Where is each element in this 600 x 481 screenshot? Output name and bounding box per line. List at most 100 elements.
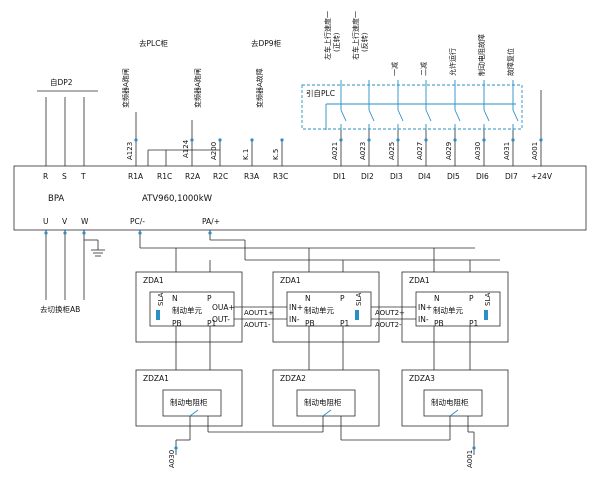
svg-text:IN-: IN- bbox=[418, 315, 429, 324]
svg-text:PB: PB bbox=[305, 319, 315, 328]
di-label-2-line2: (反转) bbox=[360, 32, 369, 52]
vfd-box bbox=[13, 165, 587, 231]
uvw-terminal-marks bbox=[44, 231, 86, 235]
wire-a030: A030 bbox=[474, 142, 482, 160]
relay-label-3: 变频器A故障 bbox=[255, 68, 264, 108]
resistor-cabinet-1: ZDZA1 制动电阻柜 bbox=[135, 369, 243, 427]
svg-text:AOUT1-: AOUT1- bbox=[244, 321, 271, 329]
svg-text:OUT-: OUT- bbox=[212, 315, 230, 324]
svg-text:AOUT2+: AOUT2+ bbox=[375, 309, 405, 317]
svg-text:DI1: DI1 bbox=[333, 172, 346, 181]
di-label-1-line1: 左车上行速度一 bbox=[323, 11, 332, 60]
svg-text:DI6: DI6 bbox=[476, 172, 489, 181]
svg-text:U: U bbox=[43, 217, 49, 226]
wire-a025: A025 bbox=[388, 142, 396, 160]
uvw-output-lines bbox=[45, 230, 105, 300]
svg-text:N: N bbox=[305, 294, 311, 303]
bottom-terminal-marks bbox=[174, 446, 476, 450]
aout-link-2: AOUT2+ AOUT2- bbox=[371, 306, 416, 329]
svg-text:ZDZA1: ZDZA1 bbox=[143, 374, 169, 383]
svg-text:PC/-: PC/- bbox=[130, 217, 145, 226]
wire-a123: A123 bbox=[126, 142, 134, 160]
svg-text:W: W bbox=[81, 217, 89, 226]
svg-text:P: P bbox=[469, 294, 474, 303]
wire-k5: K.5 bbox=[272, 149, 280, 160]
fault-loop-wiring bbox=[175, 416, 475, 455]
dp2-source-label: 自DP2 bbox=[50, 77, 73, 87]
svg-text:PB: PB bbox=[172, 319, 182, 328]
svg-text:+24V: +24V bbox=[531, 172, 553, 181]
svg-text:R: R bbox=[43, 172, 48, 181]
vfd-name: BPA bbox=[48, 194, 64, 204]
svg-text:R3A: R3A bbox=[244, 172, 260, 181]
relay-label-1: 变频器A跑闸 bbox=[121, 68, 130, 108]
wire-a031: A031 bbox=[503, 142, 511, 160]
resistor-cabinet-2: ZDZA2 制动电阻柜 bbox=[272, 369, 380, 427]
svg-text:R3C: R3C bbox=[273, 172, 288, 181]
relay-label-2: 变频器A跑闸 bbox=[193, 68, 202, 108]
svg-text:N: N bbox=[172, 294, 178, 303]
svg-text:S: S bbox=[62, 172, 67, 181]
vfd-top-terminals: R S T R1A R1C R2A R2C R3A R3C DI1 DI2 DI… bbox=[43, 172, 553, 181]
output-destination-label: 去切换柜AB bbox=[40, 304, 80, 314]
svg-text:IN+: IN+ bbox=[418, 303, 432, 312]
di-label-5: 允许运行 bbox=[448, 48, 457, 76]
wire-a030-bottom: A030 bbox=[168, 450, 176, 468]
dp9-cabinet-label: 去DP9柜 bbox=[251, 38, 282, 48]
svg-text:AOUT1+: AOUT1+ bbox=[244, 309, 274, 317]
svg-text:DI7: DI7 bbox=[505, 172, 518, 181]
dc-bus-terminals bbox=[138, 231, 212, 235]
svg-text:制动电阻柜: 制动电阻柜 bbox=[304, 397, 342, 407]
svg-text:IN-: IN- bbox=[289, 315, 300, 324]
vfd-model: ATV960,1000kW bbox=[142, 194, 213, 204]
svg-text:制动单元: 制动单元 bbox=[304, 305, 334, 315]
svg-text:OUA+: OUA+ bbox=[212, 303, 235, 312]
wire-a021: A021 bbox=[331, 142, 339, 160]
wire-a124: A124 bbox=[182, 139, 190, 158]
aout-link-1: AOUT1+ AOUT1- bbox=[234, 306, 287, 329]
svg-text:IN+: IN+ bbox=[289, 303, 303, 312]
svg-text:DI5: DI5 bbox=[447, 172, 460, 181]
di-wires bbox=[340, 130, 514, 166]
wire-a027: A027 bbox=[416, 142, 424, 160]
di-contacts bbox=[325, 80, 542, 166]
svg-text:P1: P1 bbox=[469, 319, 479, 328]
plc-dashed-box bbox=[301, 84, 523, 130]
svg-text:N: N bbox=[434, 294, 440, 303]
svg-text:V: V bbox=[62, 217, 68, 226]
svg-text:T: T bbox=[80, 172, 86, 181]
di-label-6: 制动电阻故障 bbox=[477, 34, 486, 76]
svg-text:DI3: DI3 bbox=[390, 172, 403, 181]
svg-text:制动单元: 制动单元 bbox=[433, 305, 463, 315]
svg-text:制动电阻柜: 制动电阻柜 bbox=[431, 397, 469, 407]
svg-text:PA/+: PA/+ bbox=[202, 217, 220, 226]
braking-unit-3: ZDA1 N P 制动单元 PB P1 SLA IN+ IN- bbox=[401, 271, 509, 343]
vfd-bottom-terminals: U V W PC/- PA/+ bbox=[43, 217, 220, 226]
svg-text:SLA: SLA bbox=[157, 292, 165, 306]
di-terminal-marks bbox=[339, 138, 543, 142]
di-label-2-line1: 右车上行速度一 bbox=[351, 11, 360, 60]
svg-text:R2A: R2A bbox=[185, 172, 201, 181]
wire-a029: A029 bbox=[445, 142, 453, 160]
wire-k1: K.1 bbox=[242, 149, 250, 160]
svg-text:AOUT2-: AOUT2- bbox=[375, 321, 402, 329]
svg-text:R1C: R1C bbox=[157, 172, 172, 181]
plc-cabinet-label: 去PLC柜 bbox=[139, 38, 168, 48]
wire-a001-bottom: A001 bbox=[466, 450, 474, 468]
svg-text:P: P bbox=[207, 294, 212, 303]
di-label-1-line2: (正转) bbox=[332, 32, 341, 52]
wire-a001: A001 bbox=[531, 142, 539, 160]
svg-text:ZDZA3: ZDZA3 bbox=[409, 374, 435, 383]
di-label-3: 一减 bbox=[390, 62, 399, 76]
svg-text:DI2: DI2 bbox=[361, 172, 374, 181]
relay-terminal-marks bbox=[134, 138, 284, 142]
svg-text:制动电阻柜: 制动电阻柜 bbox=[170, 397, 208, 407]
di-label-7: 故障复位 bbox=[506, 48, 515, 76]
svg-text:R2C: R2C bbox=[213, 172, 228, 181]
braking-unit-1: ZDA1 N P 制动单元 PB P1 SLA OUA+ OUT- bbox=[135, 271, 243, 343]
svg-text:SLA: SLA bbox=[355, 292, 363, 306]
svg-text:ZDA1: ZDA1 bbox=[280, 276, 301, 285]
plc-box-label: 引自PLC bbox=[306, 88, 335, 98]
